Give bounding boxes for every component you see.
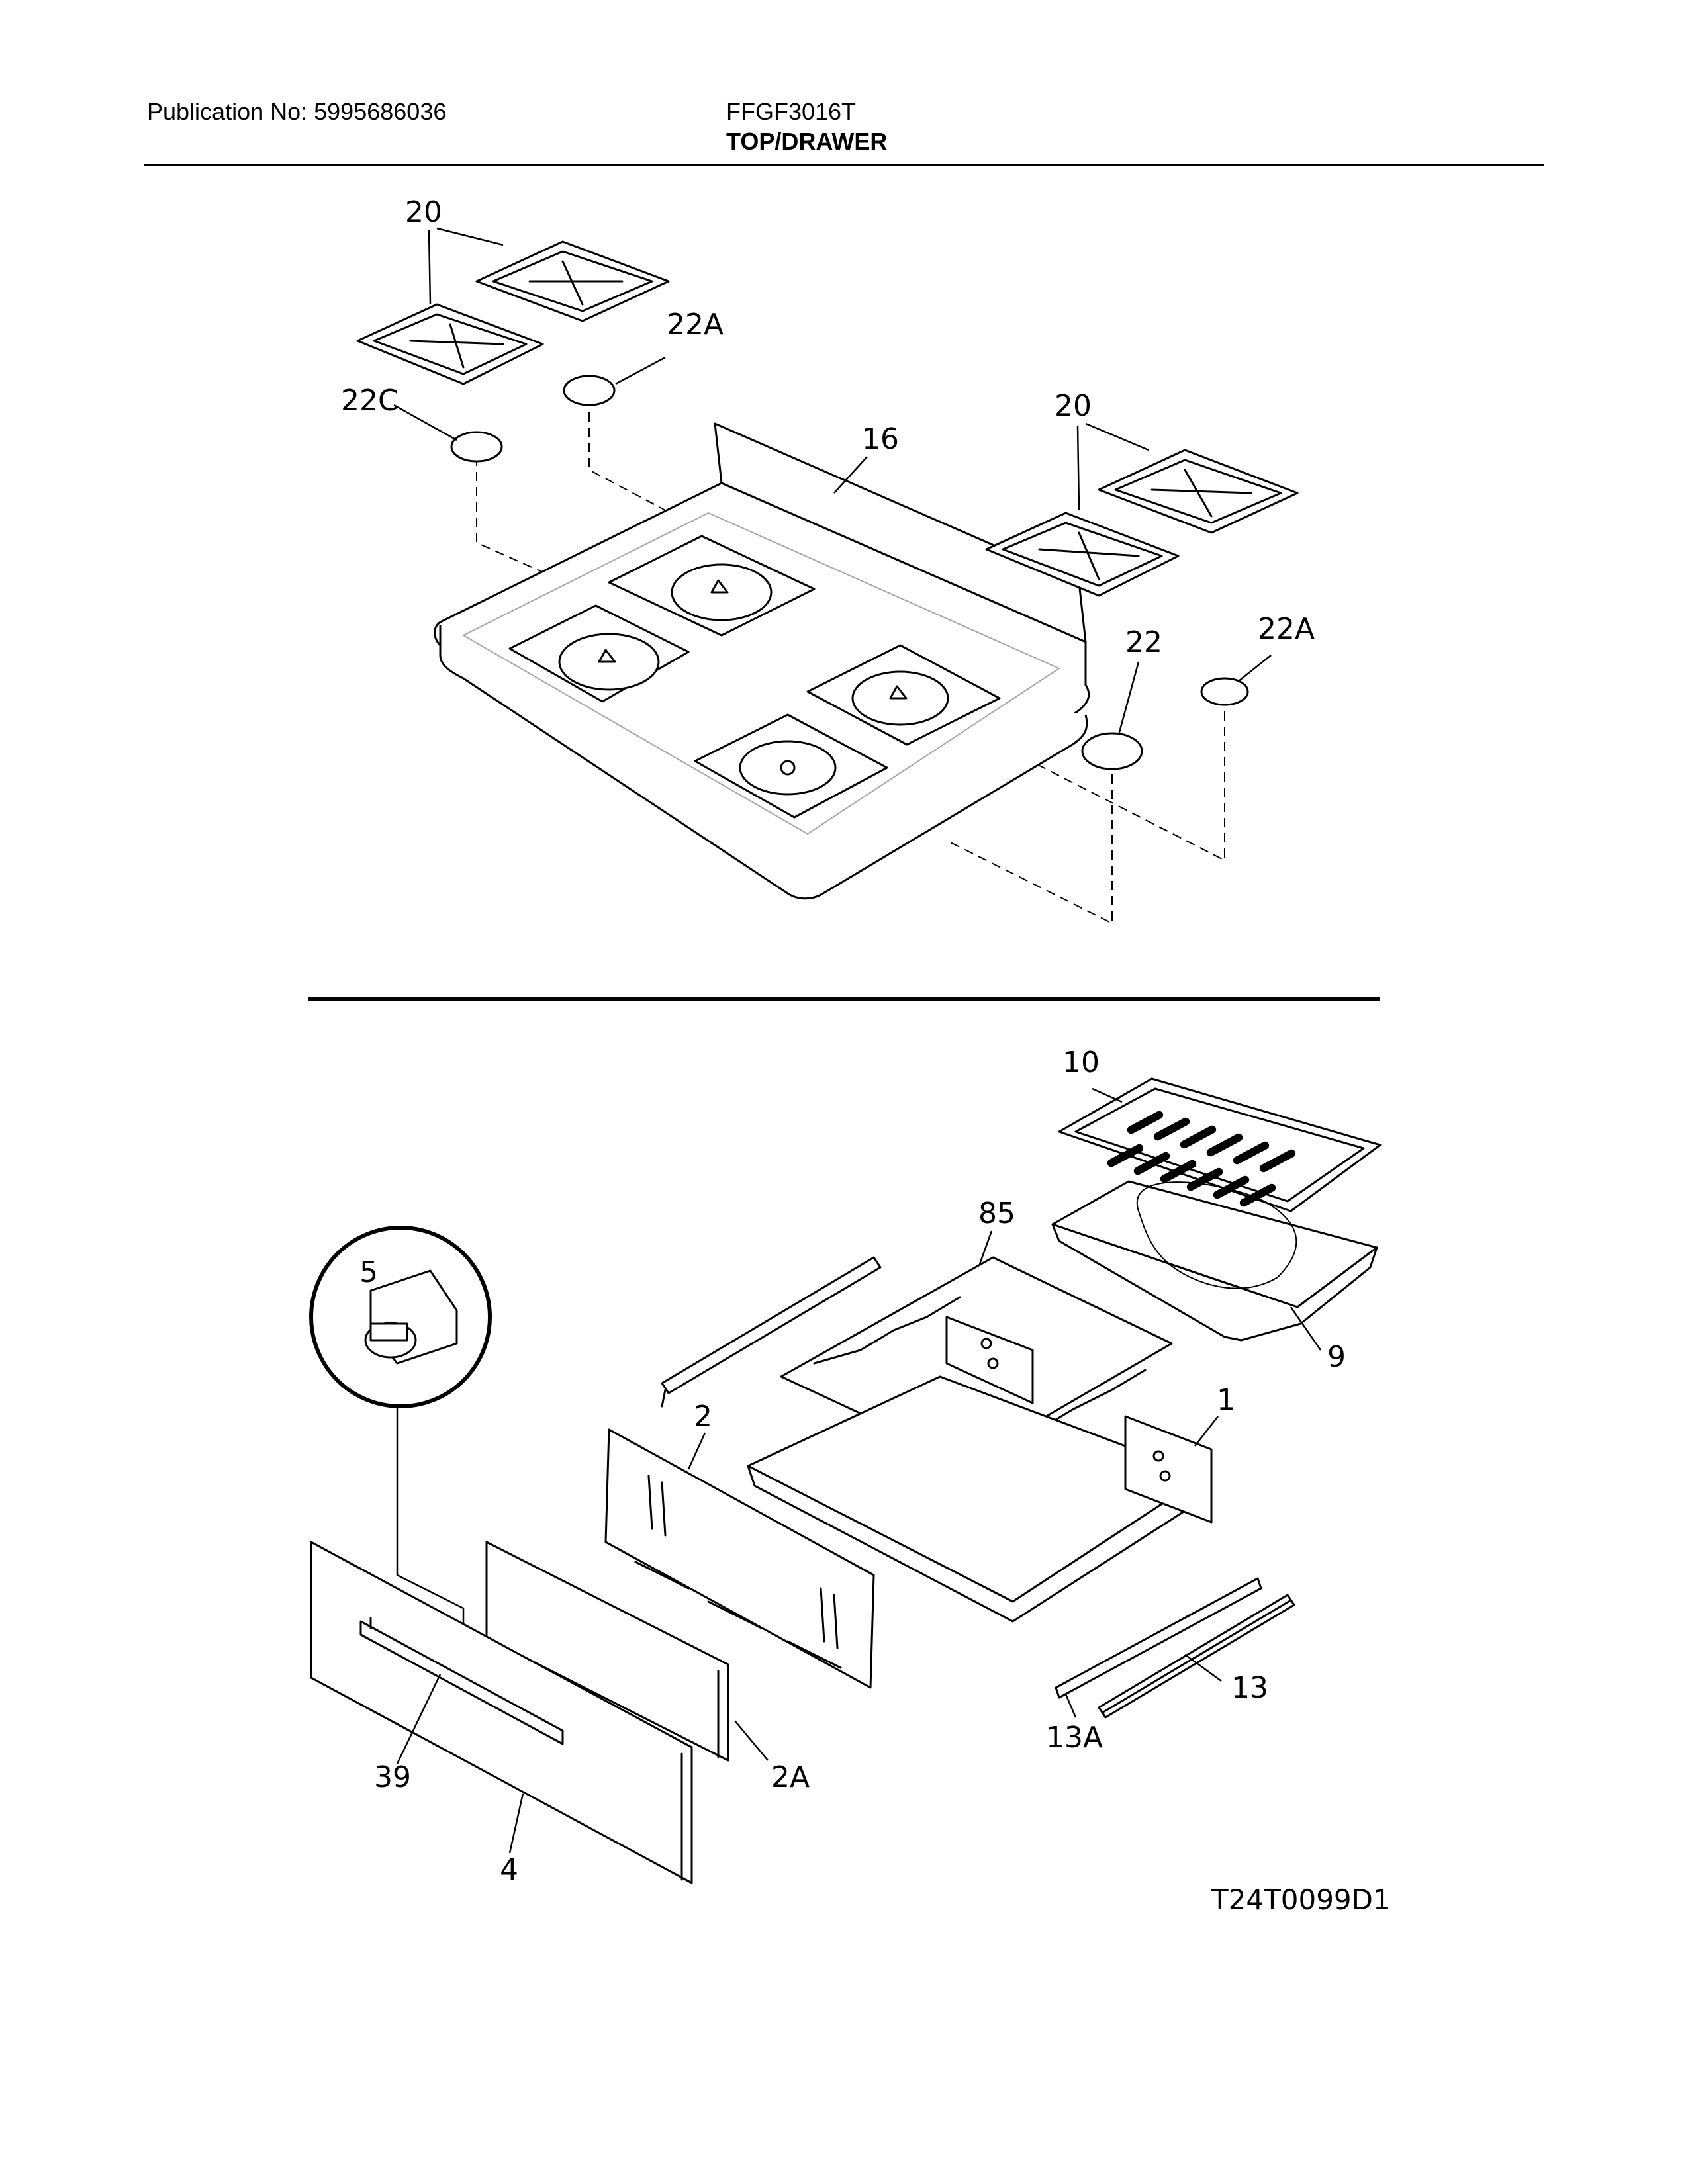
- callout-rail: 13: [1231, 1671, 1268, 1705]
- publication-number: Publication No: 5995686036: [147, 98, 447, 125]
- cooktop-assembly: 20 22A 22C 16 20 22 22A: [341, 195, 1315, 925]
- section-title: TOP/DRAWER: [726, 128, 888, 155]
- callout-handle: 39: [374, 1760, 411, 1794]
- drawer-assembly: 10 85 9 5 2 1 2A 39 4 13 13A: [309, 1046, 1382, 1887]
- header-rule: [144, 164, 1544, 166]
- broil-grid: [1058, 1077, 1382, 1212]
- cap-22c: [450, 431, 503, 463]
- cooktop-panel: [434, 422, 1090, 900]
- callout-22c: 22C: [341, 384, 399, 418]
- leader-lines-top: [393, 227, 1272, 735]
- callout-drawer-body: 1: [1217, 1383, 1235, 1417]
- burner-caps: [450, 375, 1249, 770]
- callout-grates-right: 20: [1055, 389, 1092, 423]
- glide-roller-detail: [309, 1226, 492, 1625]
- callout-drawer-front: 4: [500, 1853, 518, 1887]
- drawing-code: T24T0099D1: [1211, 1884, 1391, 1916]
- drawer-body: [747, 1316, 1213, 1623]
- broil-pan: [1051, 1180, 1378, 1342]
- drawer-back: [604, 1428, 875, 1689]
- callout-broil-grid: 10: [1062, 1046, 1100, 1079]
- leader-lines-bottom: [396, 1087, 1322, 1854]
- cap-22: [1081, 732, 1143, 770]
- callout-glide-roller: 5: [359, 1255, 378, 1289]
- callout-drawer-back: 2: [694, 1400, 712, 1433]
- callout-broil-pan: 9: [1327, 1340, 1346, 1374]
- grates-left: [356, 240, 670, 385]
- callout-rack: 85: [978, 1197, 1015, 1230]
- callout-grates-left: 20: [405, 195, 442, 229]
- callout-rail-mount: 13A: [1046, 1721, 1103, 1754]
- grates-right: [985, 449, 1299, 597]
- callout-22a-top: 22A: [667, 308, 724, 341]
- rails: [1055, 1577, 1295, 1719]
- callout-22: 22: [1125, 625, 1162, 659]
- callout-drawer-panel: 2A: [771, 1760, 810, 1794]
- drawer-front: [310, 1541, 693, 1884]
- slide-rail-left: [661, 1256, 882, 1408]
- callout-cooktop: 16: [862, 422, 899, 456]
- drawer-panel: [485, 1541, 729, 1762]
- drawer-handle: [359, 1617, 564, 1745]
- cap-22a-top: [563, 375, 616, 406]
- model-number: FFGF3016T: [726, 98, 857, 125]
- callout-22a-right: 22A: [1258, 612, 1315, 646]
- cap-22a-right: [1200, 677, 1249, 706]
